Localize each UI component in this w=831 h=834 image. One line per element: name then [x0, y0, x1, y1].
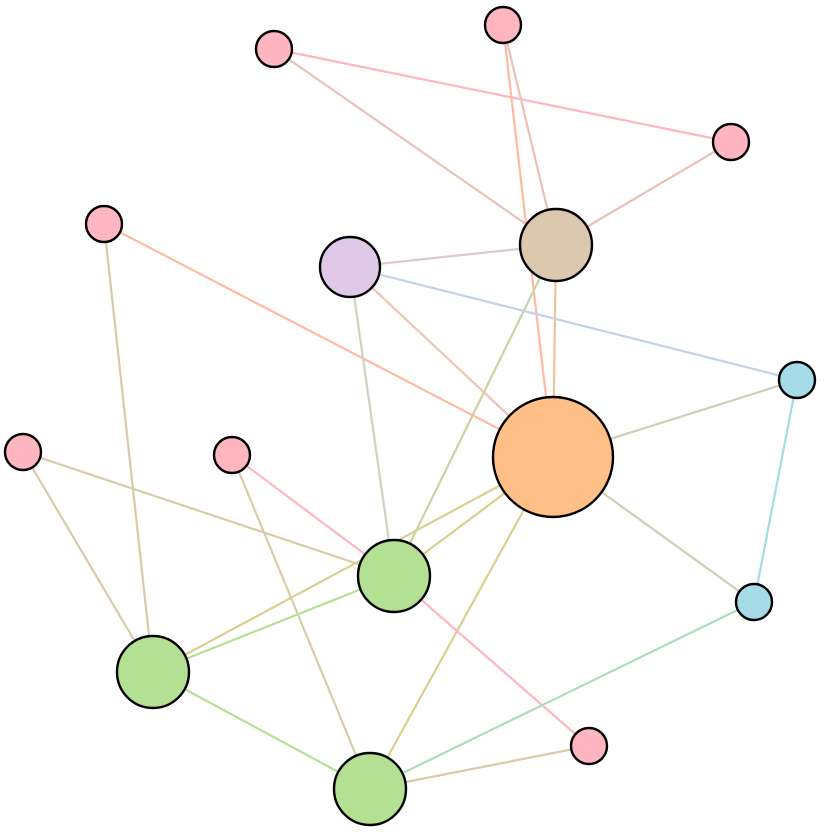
edge-n3-n13 — [102, 222, 155, 674]
edge-n1-n5 — [272, 47, 558, 247]
edge-n10-n15 — [230, 453, 372, 791]
node-n14 — [569, 726, 609, 766]
edge-n2-n5 — [501, 23, 558, 247]
node-n9 — [3, 432, 43, 472]
edge-n1-n4 — [272, 47, 733, 144]
edge-n6-n7 — [348, 265, 799, 382]
edge-layer — [21, 23, 799, 791]
edge-n9-n13 — [21, 450, 155, 674]
node-n10 — [212, 435, 252, 475]
node-n7 — [777, 360, 817, 400]
node-n3 — [84, 204, 124, 244]
edge-n7-n12 — [752, 378, 799, 604]
node-n15 — [332, 751, 408, 827]
node-n5 — [518, 207, 594, 283]
node-n1 — [254, 29, 294, 69]
node-n13 — [115, 634, 191, 710]
edge-n8-n15 — [368, 455, 555, 791]
edge-n8-n13 — [151, 455, 555, 674]
edge-n6-n11 — [348, 265, 396, 578]
node-n11 — [356, 538, 432, 614]
node-n12 — [734, 582, 774, 622]
node-n4 — [711, 122, 751, 162]
edge-n13-n15 — [151, 670, 372, 791]
edge-n9-n11 — [21, 450, 396, 578]
edge-n5-n11 — [392, 243, 558, 578]
edge-n3-n8 — [102, 222, 555, 459]
edge-n11-n13 — [151, 574, 396, 674]
edge-n12-n15 — [368, 600, 756, 791]
node-n2 — [483, 5, 523, 45]
edge-n11-n14 — [392, 574, 591, 748]
node-layer — [3, 5, 817, 827]
node-n8 — [491, 395, 615, 519]
node-n6 — [318, 235, 382, 299]
